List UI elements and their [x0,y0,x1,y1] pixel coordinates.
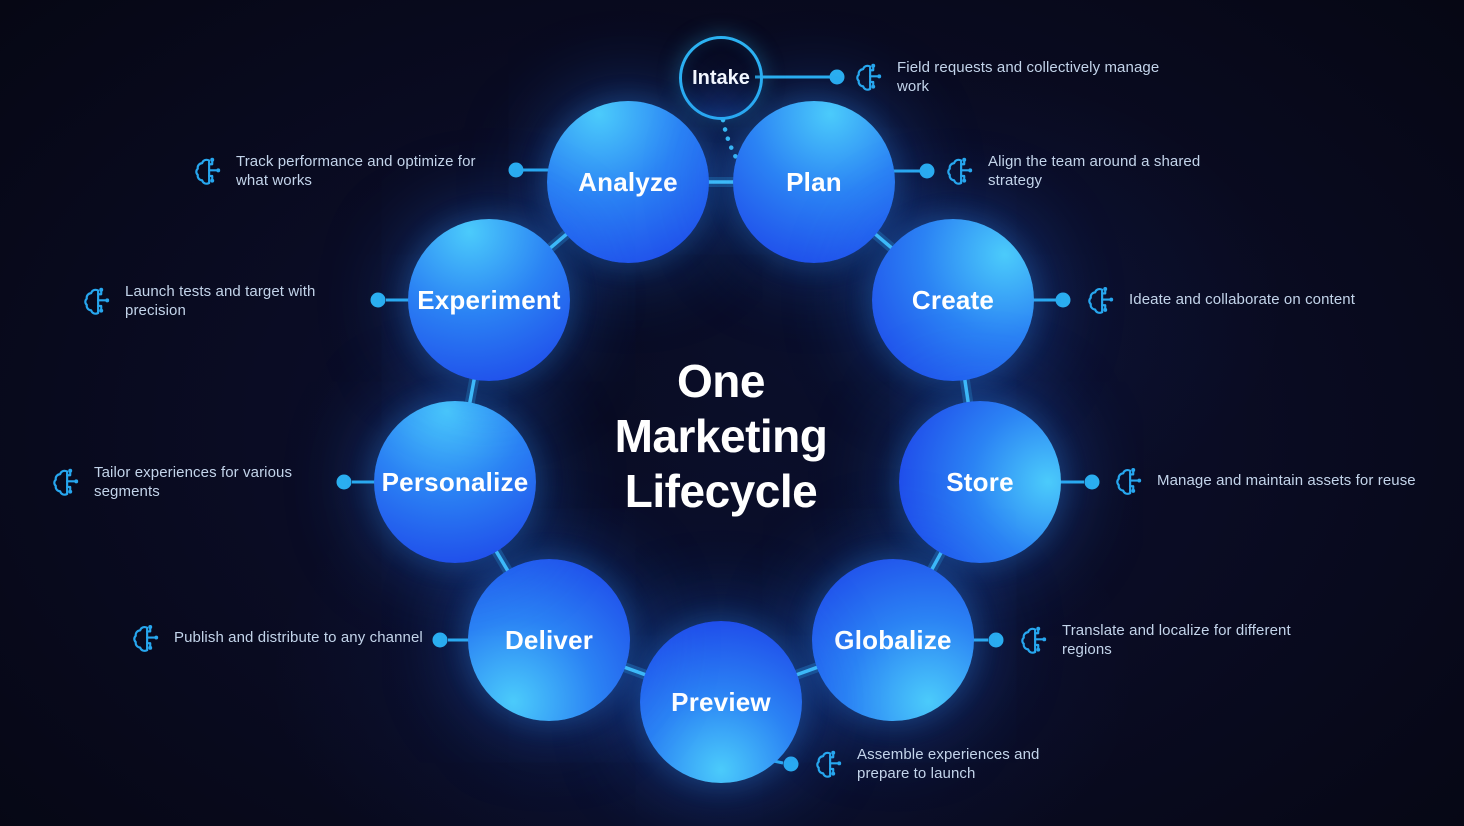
brain-circuit-icon [854,62,884,92]
stage-label-preview: Preview [671,686,771,717]
stage-description-text: Ideate and collaborate on content [1129,291,1355,309]
stage-description-text: Assemble experiences and prepare to laun… [857,745,1040,782]
brain-circuit-icon [945,156,975,186]
brain-circuit-icon [131,623,161,653]
stage-description-text: Align the team around a shared strategy [988,152,1201,189]
diagram-title: One Marketing Lifecycle [615,354,828,520]
brain-circuit-icon [82,286,112,316]
stage-circle-store: Store [899,401,1061,563]
stage-description-plan: Align the team around a shared strategy [945,152,1210,190]
stage-circle-deliver: Deliver [468,559,630,721]
stage-description-text: Launch tests and target with precision [125,282,316,319]
stage-description-store: Manage and maintain assets for reuse [1114,466,1464,496]
stage-circle-personalize: Personalize [374,401,536,563]
stage-description-deliver: Publish and distribute to any channel [131,623,474,653]
stage-label-globalize: Globalize [834,624,952,655]
stage-description-text: Manage and maintain assets for reuse [1157,472,1416,490]
stage-description-preview: Assemble experiences and prepare to laun… [814,745,1043,783]
stage-circle-preview: Preview [640,621,802,783]
stage-circle-experiment: Experiment [408,219,570,381]
stage-description-create: Ideate and collaborate on content [1086,285,1459,315]
stage-label-experiment: Experiment [417,284,561,315]
stage-label-store: Store [946,466,1014,497]
diagram-title-line-2: Marketing [614,410,828,463]
stage-label-intake: Intake [692,66,750,89]
stage-label-personalize: Personalize [381,466,529,497]
stage-description-globalize: Translate and localize for different reg… [1019,621,1314,659]
stage-label-deliver: Deliver [504,624,594,655]
stage-description-text: Tailor experiences for various segments [94,463,293,500]
diagram-title-line-1: One [677,355,765,408]
stage-description-analyze: Track performance and optimize for what … [193,152,486,190]
diagram-title-line-3: Lifecycle [624,465,818,518]
stage-description-experiment: Launch tests and target with precision [82,282,329,320]
item-connector-dots [336,69,1100,772]
stage-description-personalize: Tailor experiences for various segments [51,463,306,501]
stage-description-text: Translate and localize for different reg… [1062,621,1291,658]
brain-circuit-icon [814,749,844,779]
stage-circle-create: Create [872,219,1034,381]
brain-circuit-icon [1019,625,1049,655]
stage-description-intake: Field requests and collectively manage w… [854,58,1175,96]
stage-description-text: Publish and distribute to any channel [174,629,423,647]
stage-description-text: Field requests and collectively manage w… [897,58,1160,95]
stage-circle-intake: Intake [679,36,763,120]
brain-circuit-icon [1114,466,1144,496]
stage-label-analyze: Analyze [578,166,678,197]
stage-circle-plan: Plan [733,101,895,263]
brain-circuit-icon [193,156,223,186]
brain-circuit-icon [1086,285,1116,315]
brain-circuit-icon [51,467,81,497]
stage-circle-globalize: Globalize [812,559,974,721]
stage-label-plan: Plan [786,166,842,197]
intake-dotted-connector [720,117,741,164]
stage-label-create: Create [911,284,995,315]
stage-circle-analyze: Analyze [547,101,709,263]
stage-description-text: Track performance and optimize for what … [236,152,476,189]
